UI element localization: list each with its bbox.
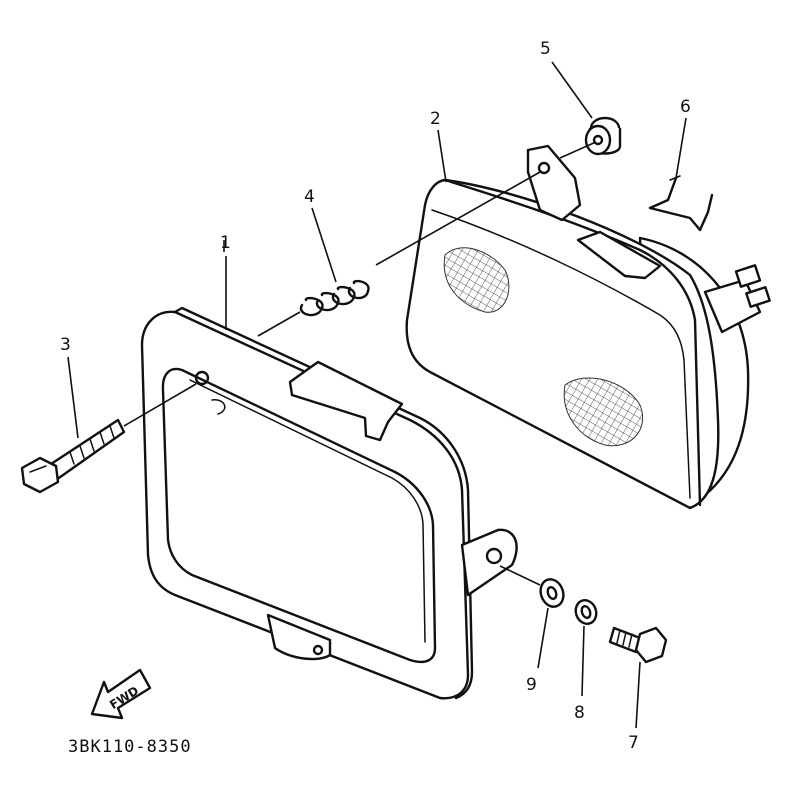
callout-7-label: 7	[628, 733, 639, 753]
callout-2: 2	[430, 109, 447, 183]
part-code: 3BK110-8350	[68, 737, 192, 757]
callout-1	[223, 240, 227, 330]
callout-3-label: 3	[60, 335, 71, 355]
callout-6: 6	[675, 97, 691, 179]
callout-5: 5	[540, 39, 593, 119]
callout-9: 9	[526, 607, 549, 695]
callout-3: 3	[60, 335, 79, 439]
headlight-unit	[405, 144, 771, 510]
bolt	[608, 626, 668, 664]
plain-washer	[539, 578, 565, 608]
callout-9-label: 9	[526, 675, 537, 695]
spring-washer	[574, 599, 598, 625]
fwd-arrow-icon: FWD	[90, 668, 152, 720]
headlight-rim	[140, 306, 518, 700]
callout-4: 4	[304, 187, 337, 283]
callout-8-label: 8	[574, 703, 585, 723]
callout-7: 7	[628, 661, 641, 753]
callout-8: 8	[574, 625, 585, 723]
callout-4-label: 4	[304, 187, 315, 207]
grommet	[584, 116, 622, 156]
bulb-clip	[648, 175, 714, 232]
callout-6-label: 6	[680, 97, 691, 117]
screw	[20, 418, 126, 494]
callout-5-label: 5	[540, 39, 551, 59]
spring	[299, 279, 370, 317]
bulb-socket	[703, 264, 771, 334]
callout-2-label: 2	[430, 109, 441, 129]
callout-1-label: 1	[220, 233, 231, 253]
